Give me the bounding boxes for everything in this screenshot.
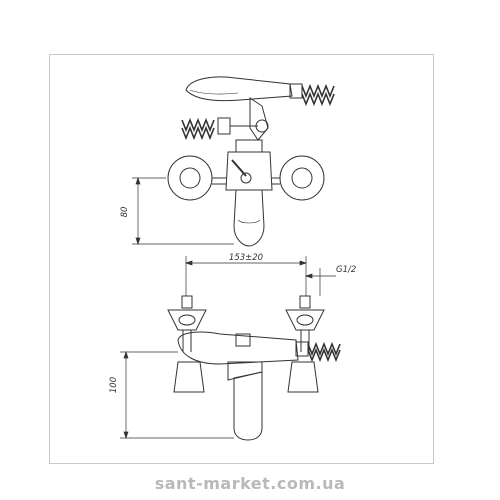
watermark: sant-market.com.ua [154,474,346,493]
right-inlet [285,295,325,352]
dimension-thread [304,268,336,296]
bottom-spout [233,371,263,441]
dim-front-height-label: 80 [120,207,130,218]
shower-hose-left [181,117,258,141]
dimension-spout-height [120,350,234,440]
left-rosette [167,155,226,201]
right-handle [287,361,319,393]
left-inlet [167,295,207,352]
bottom-view-mixer [167,295,341,441]
shower-hose-right [289,83,335,107]
hand-shower [185,76,293,102]
dim-center-distance-label: 153±20 [229,253,263,263]
top-view-mixer [167,76,335,247]
drawing-frame [49,54,434,464]
bottom-hose-right [295,341,341,363]
dim-thread-label: G1/2 [336,265,356,275]
dimension-front-height [132,176,234,246]
left-handle [173,361,205,393]
spout [233,189,265,247]
dim-spout-height-label: 100 [109,377,119,393]
right-rosette [272,155,325,201]
